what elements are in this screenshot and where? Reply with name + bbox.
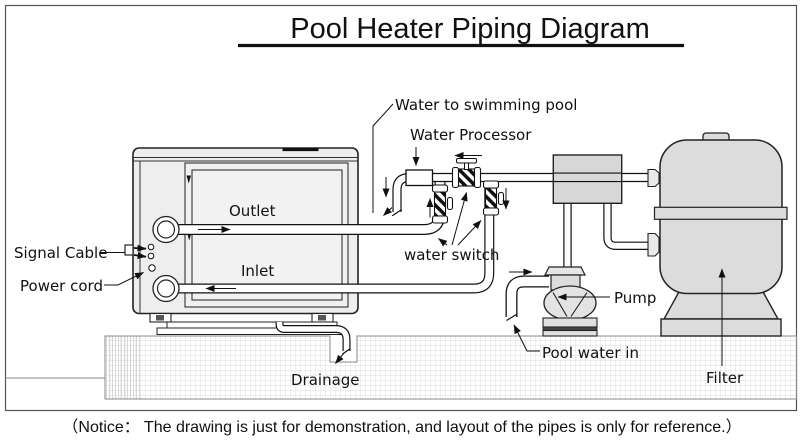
valve-handle xyxy=(456,158,477,164)
signal-cable-arrow-1 xyxy=(133,244,147,252)
filter-lower-port xyxy=(647,232,660,257)
water-switch-label: water switch xyxy=(404,246,499,264)
pump-label: Pump xyxy=(614,289,656,307)
valve-handle xyxy=(446,196,454,211)
diagram-labels: Signal Cable Power cord Outlet Inlet Wat… xyxy=(14,96,744,389)
pump-body xyxy=(543,285,597,321)
arrows-and-leaders xyxy=(100,103,726,366)
filter-tank xyxy=(647,132,788,337)
pipe-connectors xyxy=(124,215,180,303)
valve-handle xyxy=(497,191,505,206)
outlet-label: Outlet xyxy=(229,202,276,220)
water-switch-leader-2 xyxy=(451,192,468,246)
power-cord-leader-arrow xyxy=(104,272,144,286)
notice-text: （Notice： The drawing is just for demonst… xyxy=(62,418,741,436)
drainage-flow-arrow xyxy=(335,352,345,364)
page-title: Pool Heater Piping Diagram xyxy=(290,13,649,45)
pool-water-leader-arrow xyxy=(513,324,540,352)
water-processor-label: Water Processor xyxy=(410,126,532,144)
drawing-border xyxy=(4,4,798,412)
drainage-label: Drainage xyxy=(291,371,360,389)
water-to-pool-label: Water to swimming pool xyxy=(395,96,577,114)
water-switch-leader-1 xyxy=(438,238,448,247)
water-processor-body xyxy=(405,169,434,187)
filter-return-pipe xyxy=(603,203,651,250)
signal-cable-arrow-2 xyxy=(133,252,147,259)
inlet-label: Inlet xyxy=(241,262,274,280)
signal-cable-terminal xyxy=(124,244,134,256)
water-switch-valve-top xyxy=(451,158,482,189)
water-switch-valve-right xyxy=(482,180,505,216)
water-to-pool-leader-line xyxy=(372,103,394,213)
terminal-dot xyxy=(147,243,155,251)
terminal-dot xyxy=(147,252,155,260)
water-switch-leader-3 xyxy=(457,220,482,246)
suction-mouth xyxy=(506,313,517,322)
platform-hatch-band xyxy=(105,336,141,399)
discharge-out-arrow xyxy=(383,207,393,216)
pump-base-bottom xyxy=(542,329,598,337)
pump-flange xyxy=(544,266,586,276)
filter-label: Filter xyxy=(706,369,744,387)
power-cord-label: Power cord xyxy=(20,277,103,295)
filter-pedestal xyxy=(662,289,780,320)
signal-cable-label: Signal Cable xyxy=(14,244,107,262)
filter-collar xyxy=(653,206,788,220)
filter-base xyxy=(660,318,782,337)
water-switch-valve-left xyxy=(431,184,454,224)
filter-upper-port xyxy=(647,168,660,188)
pump-base-top xyxy=(542,317,598,328)
multiport-valve-box xyxy=(552,154,623,204)
ground-platform xyxy=(5,335,797,400)
pool-water-in-label: Pool water in xyxy=(542,344,639,362)
discharge-mouth xyxy=(391,208,403,217)
pump-assembly xyxy=(542,266,598,337)
terminal-dot xyxy=(148,264,156,272)
